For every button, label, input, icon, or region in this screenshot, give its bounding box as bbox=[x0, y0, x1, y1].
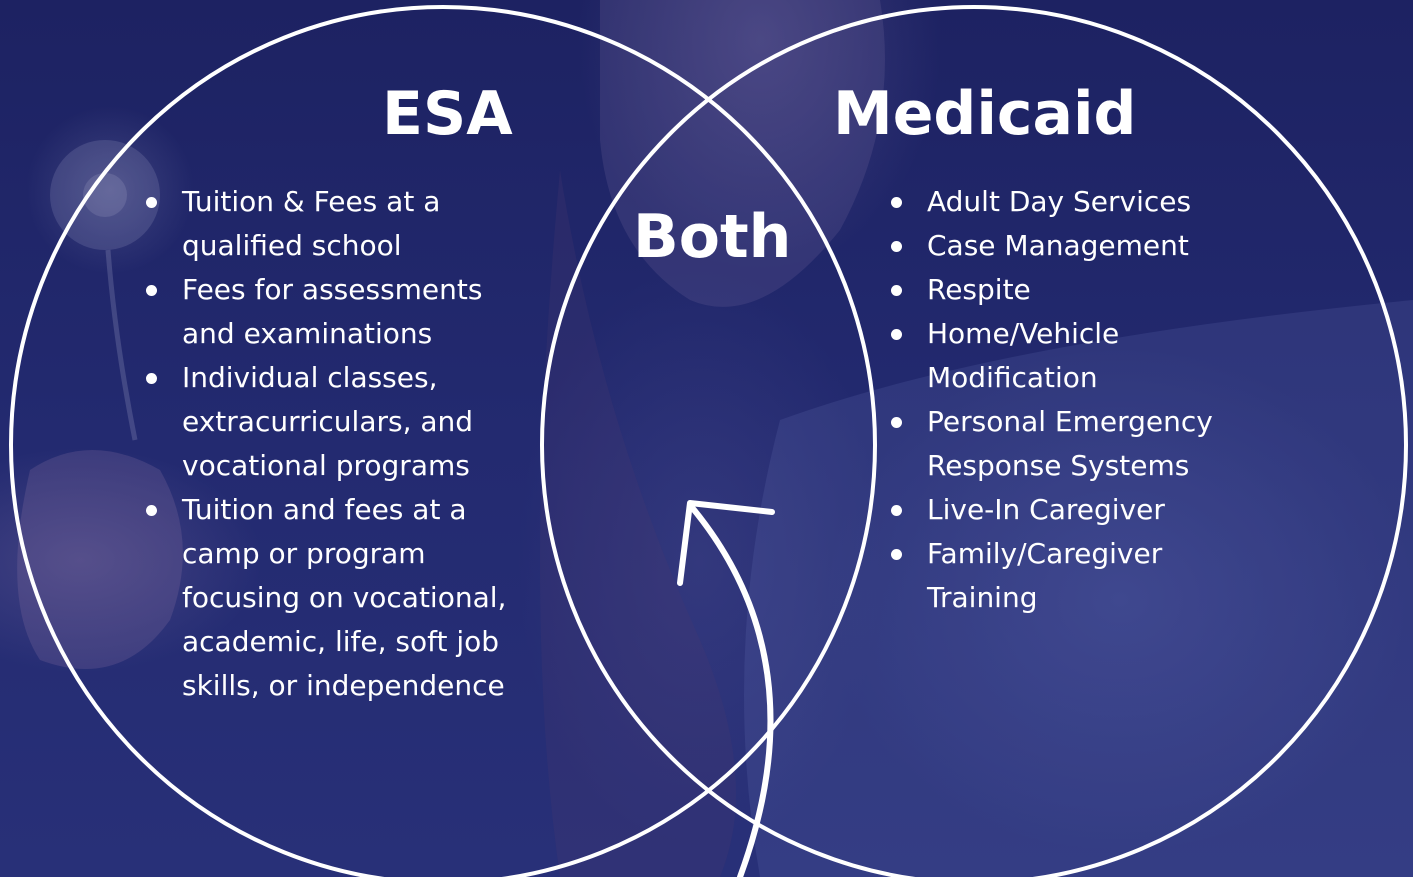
bullet-icon bbox=[891, 197, 902, 208]
bullet-icon bbox=[891, 549, 902, 560]
arrow-shaft bbox=[687, 502, 774, 877]
medicaid-item-label: Live-In Caregiver bbox=[927, 493, 1165, 526]
esa-item-label: Individual classes, extracurriculars, an… bbox=[182, 361, 474, 482]
esa-item-label: Tuition & Fees at a qualified school bbox=[182, 185, 441, 262]
bullet-icon bbox=[891, 285, 902, 296]
esa-list: Tuition & Fees at a qualified school Fee… bbox=[146, 180, 531, 708]
bullet-icon bbox=[146, 373, 157, 384]
medicaid-list-item: Family/Caregiver Training bbox=[891, 532, 1251, 620]
esa-title: ESA bbox=[382, 79, 513, 149]
medicaid-item-label: Home/Vehicle Modification bbox=[927, 317, 1120, 394]
medicaid-circle bbox=[540, 5, 1408, 877]
esa-list-item: Tuition and fees at a camp or program fo… bbox=[146, 488, 531, 708]
curved-arrow-icon bbox=[677, 500, 775, 877]
medicaid-item-label: Family/Caregiver Training bbox=[927, 537, 1163, 614]
face-shape bbox=[600, 0, 885, 307]
dress-shape bbox=[744, 300, 1413, 877]
medicaid-list-item: Live-In Caregiver bbox=[891, 488, 1251, 532]
medicaid-list: Adult Day Services Case Management Respi… bbox=[891, 180, 1251, 620]
esa-circle bbox=[9, 5, 877, 877]
both-title: Both bbox=[633, 202, 792, 272]
hair-shape bbox=[540, 170, 736, 877]
dandelion-head bbox=[50, 140, 160, 250]
medicaid-item-label: Adult Day Services bbox=[927, 185, 1192, 218]
medicaid-item-label: Respite bbox=[927, 273, 1031, 306]
medicaid-title: Medicaid bbox=[833, 79, 1137, 149]
medicaid-list-item: Respite bbox=[891, 268, 1251, 312]
esa-list-item: Fees for assessments and examinations bbox=[146, 268, 531, 356]
medicaid-list-item: Adult Day Services bbox=[891, 180, 1251, 224]
bullet-icon bbox=[891, 241, 902, 252]
bullet-icon bbox=[891, 417, 902, 428]
bullet-icon bbox=[146, 285, 157, 296]
arrow-head bbox=[677, 500, 775, 586]
bullet-icon bbox=[146, 197, 157, 208]
medicaid-list-item: Case Management bbox=[891, 224, 1251, 268]
dandelion-stem bbox=[105, 249, 138, 441]
bullet-icon bbox=[146, 505, 157, 516]
hand-shape bbox=[17, 450, 183, 669]
medicaid-list-item: Home/Vehicle Modification bbox=[891, 312, 1251, 400]
esa-item-label: Tuition and fees at a camp or program fo… bbox=[182, 493, 507, 702]
bullet-icon bbox=[891, 329, 902, 340]
bullet-icon bbox=[891, 505, 902, 516]
medicaid-item-label: Personal Emergency Response Systems bbox=[927, 405, 1213, 482]
medicaid-list-item: Personal Emergency Response Systems bbox=[891, 400, 1251, 488]
medicaid-item-label: Case Management bbox=[927, 229, 1189, 262]
esa-list-item: Tuition & Fees at a qualified school bbox=[146, 180, 531, 268]
esa-item-label: Fees for assessments and examinations bbox=[182, 273, 483, 350]
esa-list-item: Individual classes, extracurriculars, an… bbox=[146, 356, 531, 488]
